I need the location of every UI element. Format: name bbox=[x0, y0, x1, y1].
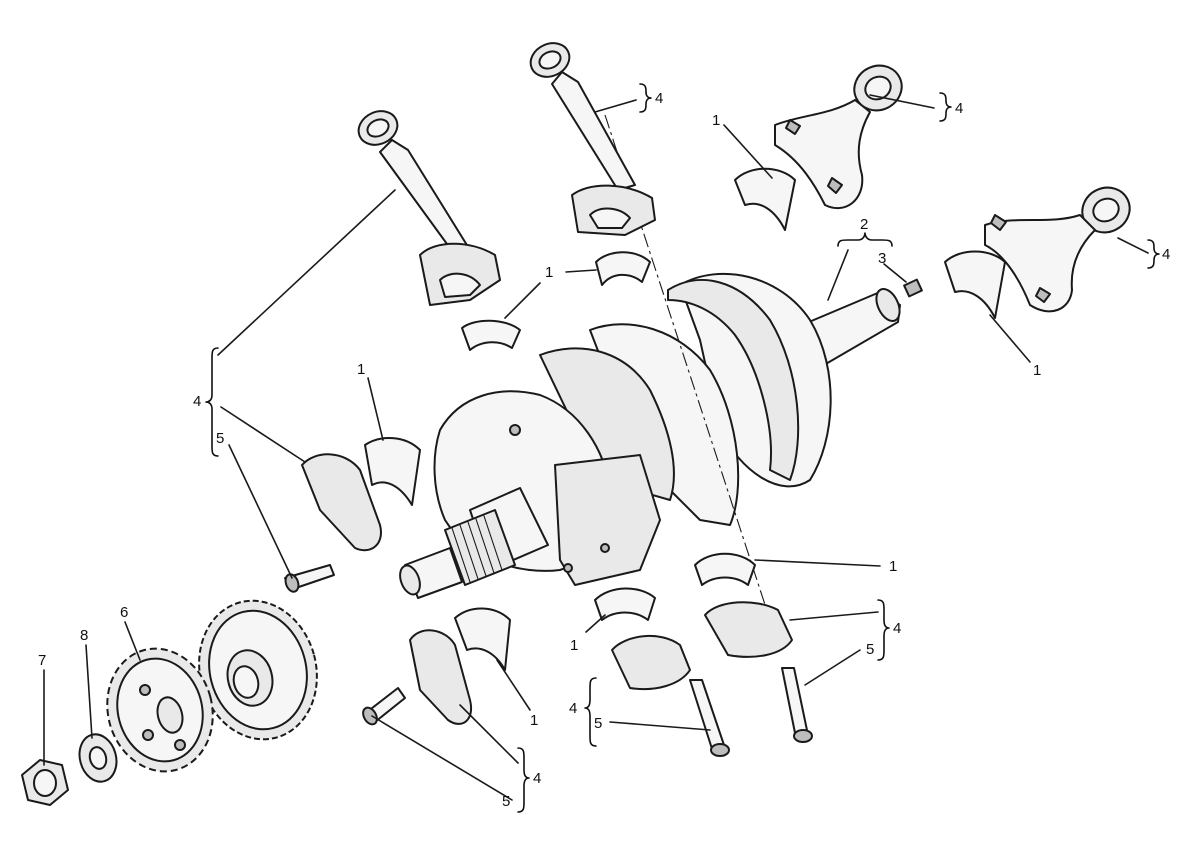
connecting-rod-right bbox=[984, 186, 1131, 313]
connecting-rod-upper-right bbox=[774, 64, 903, 210]
callout-1-d: 1 bbox=[357, 361, 365, 378]
callout-5-b: 5 bbox=[866, 641, 874, 658]
callout-6: 6 bbox=[120, 604, 128, 621]
callout-4-c: 4 bbox=[955, 100, 963, 117]
callout-5-a: 5 bbox=[216, 430, 224, 447]
sprocket bbox=[106, 647, 214, 773]
callout-1-b: 1 bbox=[545, 264, 553, 281]
callout-1-a: 1 bbox=[712, 112, 720, 129]
callout-1-g: 1 bbox=[530, 712, 538, 729]
bolts bbox=[284, 278, 923, 757]
callout-4-b: 4 bbox=[655, 90, 663, 107]
bearing-shells bbox=[364, 167, 1006, 671]
callout-4-f: 4 bbox=[569, 700, 577, 717]
crankshaft bbox=[399, 272, 901, 599]
callout-7: 7 bbox=[38, 652, 46, 669]
callout-3: 3 bbox=[878, 250, 886, 267]
leader-lines bbox=[43, 94, 1149, 801]
callout-4-e: 4 bbox=[893, 620, 901, 637]
callout-1-f: 1 bbox=[570, 637, 578, 654]
callout-4-g: 4 bbox=[533, 770, 541, 787]
callout-2: 2 bbox=[860, 216, 868, 233]
rod-caps bbox=[301, 453, 793, 725]
callout-8: 8 bbox=[80, 627, 88, 644]
callout-4-d: 4 bbox=[1162, 246, 1170, 263]
callout-4-a: 4 bbox=[193, 393, 201, 410]
nut bbox=[21, 759, 69, 806]
callout-5-d: 5 bbox=[502, 793, 510, 810]
callout-5-c: 5 bbox=[594, 715, 602, 732]
washer bbox=[78, 733, 118, 783]
gear-large bbox=[198, 599, 318, 741]
connecting-rod-left bbox=[357, 110, 501, 306]
connecting-rod-center bbox=[529, 42, 656, 236]
callout-1-e: 1 bbox=[889, 558, 897, 575]
braces bbox=[205, 83, 1160, 813]
callout-labels: 1 1 1 1 1 1 1 2 3 4 4 4 4 4 4 4 5 5 5 5 … bbox=[38, 90, 1170, 810]
callout-1-c: 1 bbox=[1033, 362, 1041, 379]
